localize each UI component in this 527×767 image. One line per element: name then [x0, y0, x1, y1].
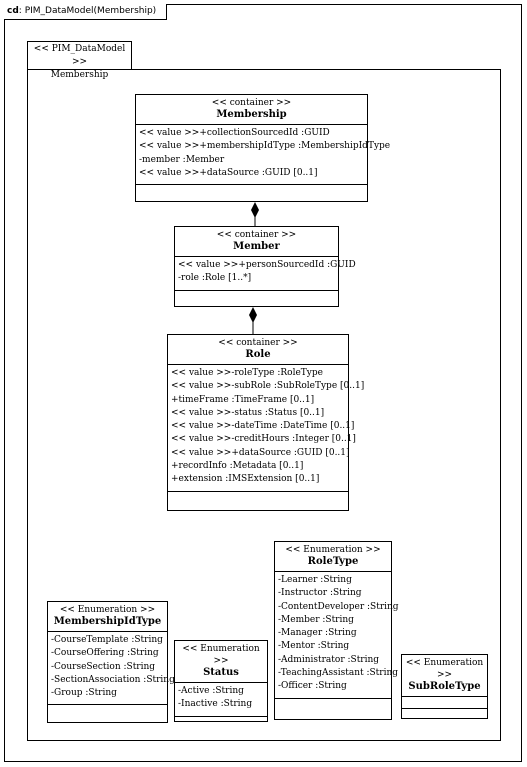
attribute: -Manager :String: [278, 628, 357, 639]
package-stereotype: << PIM_DataModel >>: [33, 44, 126, 67]
class-stereotype: << Enumeration >>: [59, 605, 156, 615]
attribute-list: -CourseTemplate :String -CourseOffering …: [48, 632, 175, 706]
attribute: -Administrator :String: [278, 654, 380, 665]
attribute-list: -Learner :String -Instructor :String -Co…: [275, 572, 399, 699]
diagram-frame-tab: cd: PIM_DataModel(Membership): [4, 4, 168, 20]
attribute: -ContentDeveloper :String: [278, 601, 399, 612]
attribute: -TeachingAssistant :String: [278, 668, 399, 679]
attribute: +recordInfo :Metadata [0..1]: [171, 461, 304, 472]
diagram-title: PIM_DataModel(Membership): [24, 6, 157, 16]
class-header: << container >> Membership: [136, 95, 367, 125]
attribute: -Learner :String: [278, 575, 352, 585]
attribute: << value >>-status :Status [0..1]: [171, 407, 325, 418]
diagram-kind: cd: [7, 6, 19, 16]
class-membershipidtype[interactable]: << Enumeration >> MembershipIdType -Cour…: [47, 601, 175, 723]
class-stereotype: << container >>: [211, 98, 292, 108]
attribute: << value >>+dataSource :GUID [0..1]: [171, 447, 350, 458]
attribute: << value >>+membershipIdType :Membership…: [139, 141, 391, 152]
diagram-frame: [4, 4, 522, 762]
membership-composition-diamond: [251, 202, 259, 218]
package-name: Membership: [50, 70, 109, 80]
class-name: Status: [203, 667, 239, 678]
attribute: -Member :String: [278, 614, 354, 625]
class-roletype[interactable]: << Enumeration >> RoleType -Learner :Str…: [274, 541, 399, 720]
class-stereotype: << container >>: [218, 338, 298, 348]
class-name: Role: [245, 349, 271, 360]
attribute: -role :Role [1..*]: [178, 273, 252, 284]
class-header: << container >> Role: [168, 335, 348, 365]
attribute: << value >>-roleType :RoleType: [171, 368, 323, 378]
attribute: -CourseSection :String: [51, 661, 156, 672]
class-header: << Enumeration >> RoleType: [275, 542, 391, 572]
attribute: -Officer :String: [278, 681, 347, 692]
attribute-list: << value >>-roleType :RoleType << value …: [168, 365, 365, 492]
class-name: RoleType: [307, 556, 359, 567]
attribute: -Active :String: [178, 686, 244, 696]
class-header: << Enumeration >> MembershipIdType: [48, 602, 167, 632]
attribute-list: << value >>+personSourcedId :GUID -role …: [175, 257, 356, 291]
attribute: +timeFrame :TimeFrame [0..1]: [171, 394, 315, 405]
class-subroletype[interactable]: << Enumeration >> SubRoleType: [401, 654, 488, 719]
class-stereotype: << Enumeration >>: [405, 658, 484, 680]
attribute-list: << value >>+collectionSourcedId :GUID <<…: [136, 125, 391, 186]
package-body: [27, 69, 501, 741]
attribute: << value >>+dataSource :GUID [0..1]: [139, 167, 318, 178]
attribute: -Inactive :String: [178, 699, 253, 710]
class-role[interactable]: << container >> Role << value >>-roleTyp…: [167, 334, 365, 511]
class-header: << Enumeration >> Status: [175, 641, 267, 683]
attribute: -Group :String: [51, 688, 117, 699]
class-member[interactable]: << container >> Member << value >>+perso…: [174, 226, 356, 307]
class-header: << container >> Member: [175, 227, 338, 257]
class-name: SubRoleType: [408, 681, 481, 692]
attribute: << value >>-subRole :SubRoleType [0..1]: [171, 381, 365, 392]
attribute: -Instructor :String: [278, 588, 362, 599]
class-stereotype: << Enumeration >>: [182, 644, 260, 666]
attribute-list: -Active :String -Inactive :String: [175, 683, 267, 717]
attribute: -member :Member: [139, 154, 225, 165]
attribute: -CourseOffering :String: [51, 648, 159, 659]
class-header: << Enumeration >> SubRoleType: [402, 655, 487, 697]
attribute-list: [402, 697, 487, 709]
class-membership[interactable]: << container >> Membership << value >>+c…: [135, 94, 391, 202]
attribute: << value >>+collectionSourcedId :GUID: [139, 128, 330, 138]
attribute: +extension :IMSExtension [0..1]: [171, 474, 320, 485]
class-name: MembershipIdType: [53, 616, 162, 627]
class-status[interactable]: << Enumeration >> Status -Active :String…: [174, 640, 268, 722]
attribute: -SectionAssociation :String: [51, 674, 175, 685]
member-composition-diamond: [249, 307, 257, 323]
attribute: << value >>-creditHours :Integer [0..1]: [171, 434, 356, 445]
attribute: -Mentor :String: [278, 641, 350, 652]
class-name: Member: [233, 241, 280, 252]
class-stereotype: << Enumeration >>: [285, 545, 381, 555]
attribute: << value >>+personSourcedId :GUID: [178, 260, 356, 270]
attribute: -CourseTemplate :String: [51, 635, 163, 645]
attribute: << value >>-dateTime :DateTime [0..1]: [171, 421, 355, 432]
class-stereotype: << container >>: [216, 230, 297, 240]
class-name: Membership: [216, 109, 287, 120]
